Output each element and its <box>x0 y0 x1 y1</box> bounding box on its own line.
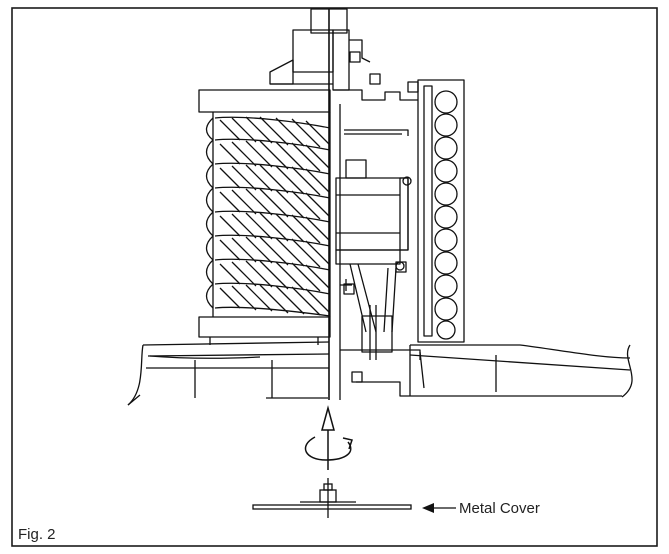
drum-bottom-flange <box>198 316 331 338</box>
machine-assembly <box>127 8 633 406</box>
metal-cover-part <box>252 478 412 518</box>
base-platform <box>127 341 633 406</box>
rotation-arrow-icon <box>304 405 353 470</box>
inner-frame <box>333 89 421 400</box>
top-shaft <box>310 8 348 400</box>
callout-arrow-icon <box>422 503 456 513</box>
roller-column <box>417 79 465 343</box>
bolts <box>343 51 419 383</box>
figure-caption: Fig. 2 <box>18 526 56 543</box>
drum-top-flange <box>198 89 331 113</box>
motor-head <box>269 29 371 91</box>
figure-frame <box>11 7 658 547</box>
coil-drum <box>205 112 331 317</box>
metal-cover-label: Metal Cover <box>459 500 540 517</box>
